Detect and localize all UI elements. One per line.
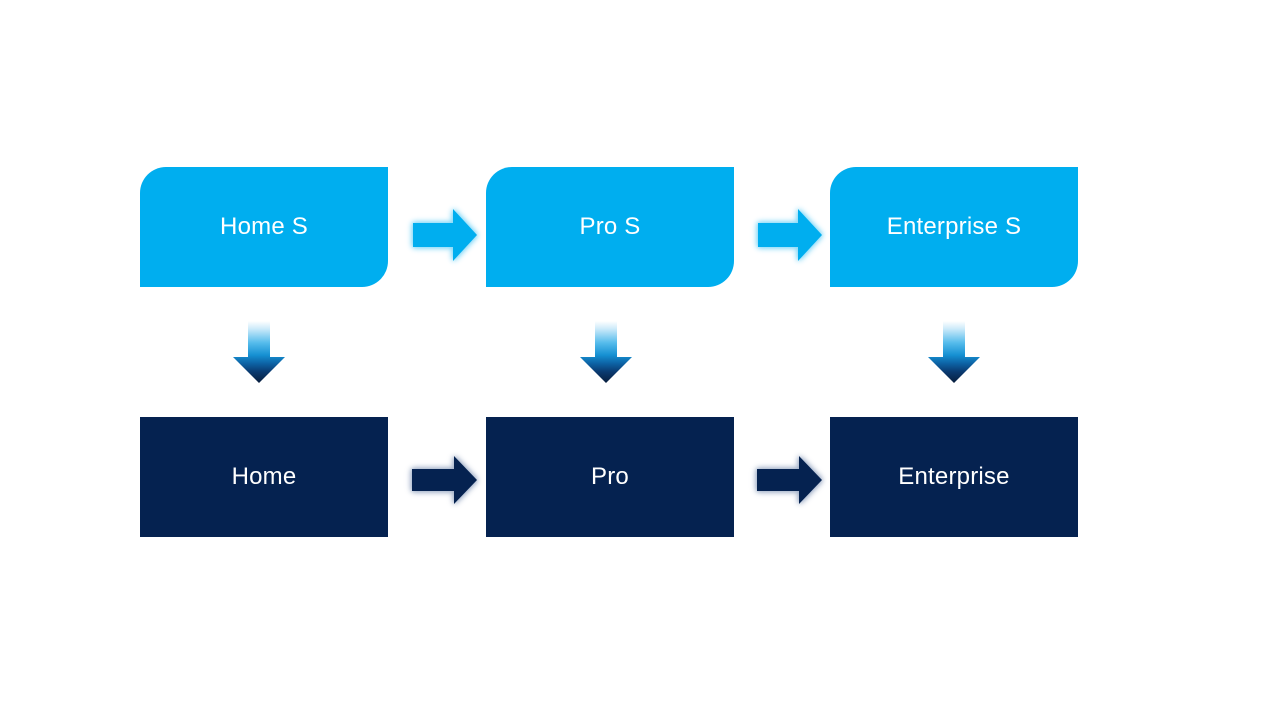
node-home: Home [140,417,388,537]
right-arrow-icon [412,456,477,504]
right-arrow-icon [757,456,822,504]
node-label: Home [231,463,297,490]
down-arrow-icon [233,321,285,383]
node-pro: Pro [486,417,734,537]
node-label: Pro [591,463,629,490]
node-label: Home S [220,213,308,240]
node-pro-s: Pro S [486,167,734,287]
node-home-s: Home S [140,167,388,287]
node-label: Enterprise S [886,213,1022,240]
node-enterprise: Enterprise [830,417,1078,537]
right-arrow-icon [413,209,477,261]
node-label: Pro S [579,213,641,240]
down-arrow-icon [580,321,632,383]
node-label: Enterprise [898,463,1010,490]
down-arrow-icon [928,321,980,383]
right-arrow-icon [758,209,822,261]
node-enterprise-s: Enterprise S [830,167,1078,287]
